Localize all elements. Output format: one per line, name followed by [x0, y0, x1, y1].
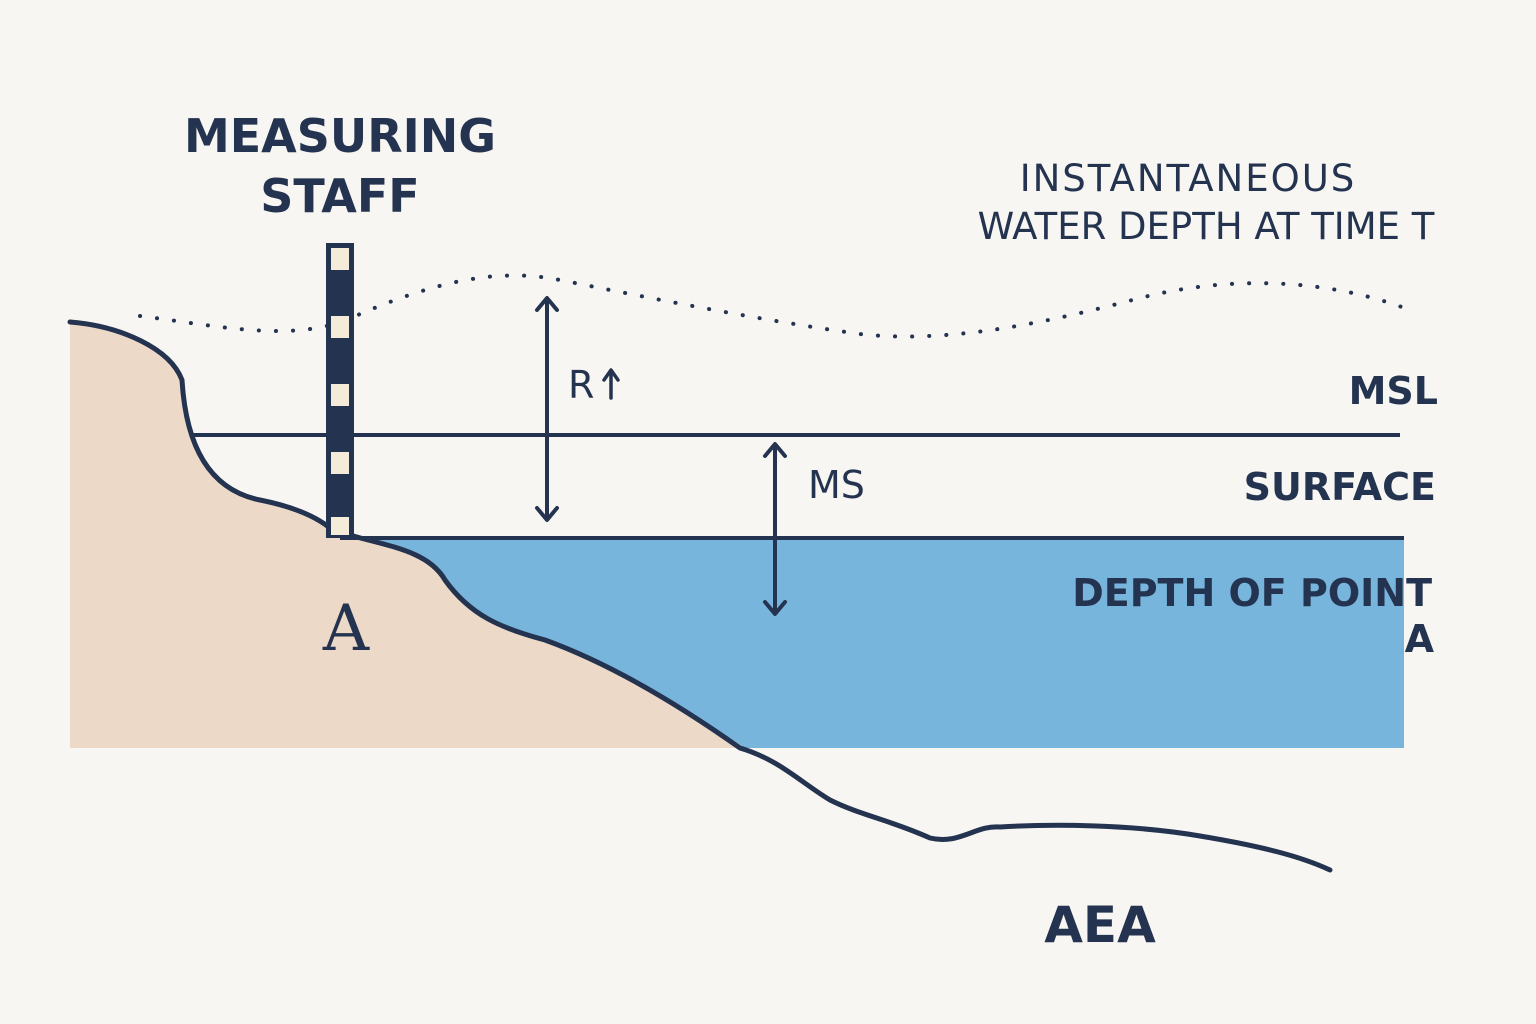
depth-label-line-1: DEPTH OF POINT — [1072, 571, 1432, 615]
surface-label: SURFACE — [1244, 465, 1436, 509]
up-arrow-icon — [602, 368, 620, 400]
r-label: R — [568, 363, 594, 407]
title-line-2: STAFF — [260, 169, 419, 223]
ms-label: MS — [808, 463, 865, 507]
msl-label: MSL — [1349, 369, 1438, 413]
instantaneous-label-line-2: WATER DEPTH AT TIME T — [978, 205, 1435, 248]
depth-label-line-2: A — [1405, 617, 1435, 661]
aea-label: AEA — [1044, 896, 1156, 954]
ms-double-arrow — [763, 442, 787, 616]
title-line-1: MEASURING — [184, 109, 496, 163]
point-a-label: A — [322, 592, 370, 666]
r-double-arrow — [535, 296, 559, 522]
seabed-line — [67, 319, 1333, 873]
land-mass — [70, 322, 745, 748]
measuring-staff — [326, 243, 354, 538]
instantaneous-label-line-1: INSTANTANEOUS — [1020, 157, 1357, 200]
